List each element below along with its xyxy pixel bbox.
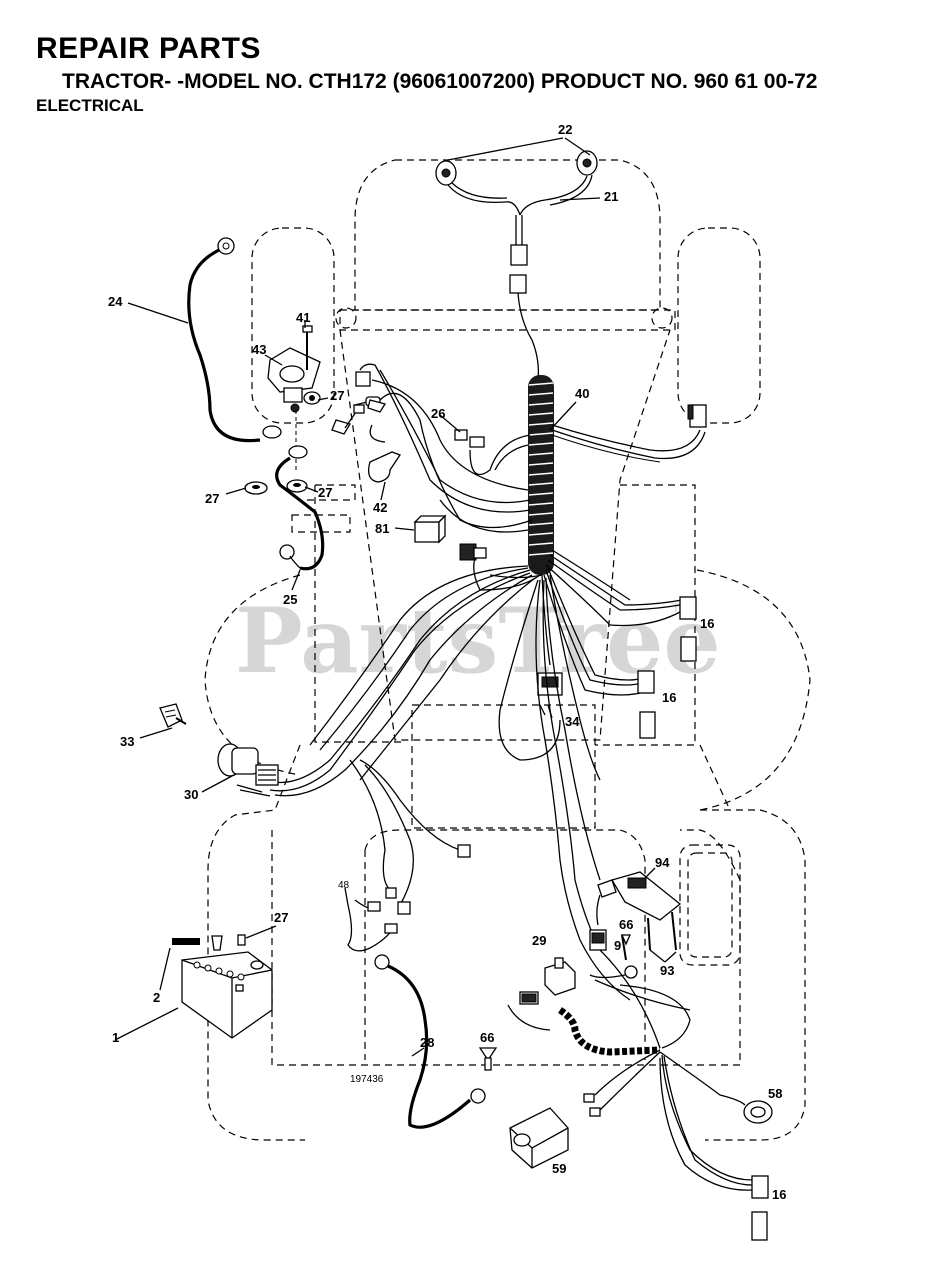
rear-harness [507, 949, 769, 1241]
diagram-ref-number: 197436 [350, 1074, 384, 1085]
seat-switch-assembly [589, 871, 682, 961]
callout-58: 58 [768, 1086, 782, 1101]
section-title: ELECTRICAL [36, 96, 144, 115]
callout-25: 25 [283, 592, 297, 607]
ignition-key [159, 703, 187, 728]
battery-cable-25 [275, 445, 325, 571]
callout-93: 93 [660, 963, 674, 978]
callout-16a: 16 [700, 616, 714, 631]
callout-24: 24 [108, 294, 123, 309]
solenoid-assembly [244, 325, 321, 495]
callout-2: 2 [153, 990, 160, 1005]
connector-terminals [413, 429, 487, 561]
callout-21: 21 [604, 189, 618, 204]
callout-59: 59 [552, 1161, 566, 1176]
connector-42 [331, 399, 401, 483]
callout-27b: 27 [205, 491, 219, 506]
battery [172, 934, 273, 1039]
callout-29: 29 [532, 933, 546, 948]
page-title: REPAIR PARTS [36, 32, 261, 65]
callout-43: 43 [252, 342, 266, 357]
callout-40: 40 [575, 386, 589, 401]
callout-1: 1 [112, 1030, 119, 1045]
callout-81: 81 [375, 521, 389, 536]
callout-94: 94 [655, 855, 670, 870]
tractor-outline [204, 159, 811, 1141]
callout-22: 22 [558, 122, 572, 137]
lower-components [478, 1047, 773, 1169]
callout-66b: 66 [480, 1030, 494, 1045]
callout-9: 9 [614, 938, 621, 953]
callout-30: 30 [184, 787, 198, 802]
callout-42: 42 [373, 500, 387, 515]
callout-16b: 16 [662, 690, 676, 705]
callout-33: 33 [120, 734, 134, 749]
harness-branches [264, 363, 707, 1001]
main-wire-harness-coil [528, 375, 554, 575]
callout-labels: 22 21 24 41 43 27 40 26 27 27 42 81 25 1… [108, 122, 786, 1202]
battery-cable-28 [374, 954, 486, 1129]
callout-48: 48 [338, 880, 350, 891]
callout-27c: 27 [318, 485, 332, 500]
callout-41: 41 [296, 310, 310, 325]
callout-34: 34 [565, 714, 580, 729]
fuse-holder [347, 899, 398, 952]
callout-27a: 27 [330, 388, 344, 403]
callout-26: 26 [431, 406, 445, 421]
model-subtitle: TRACTOR- -MODEL NO. CTH172 (96061007200)… [62, 70, 818, 93]
callout-28: 28 [420, 1035, 434, 1050]
battery-cable-24 [187, 237, 282, 443]
ignition-switch [217, 743, 279, 797]
callout-66a: 66 [619, 917, 633, 932]
callout-27d: 27 [274, 910, 288, 925]
callout-16c: 16 [772, 1187, 786, 1202]
headlight-assembly [435, 150, 598, 381]
